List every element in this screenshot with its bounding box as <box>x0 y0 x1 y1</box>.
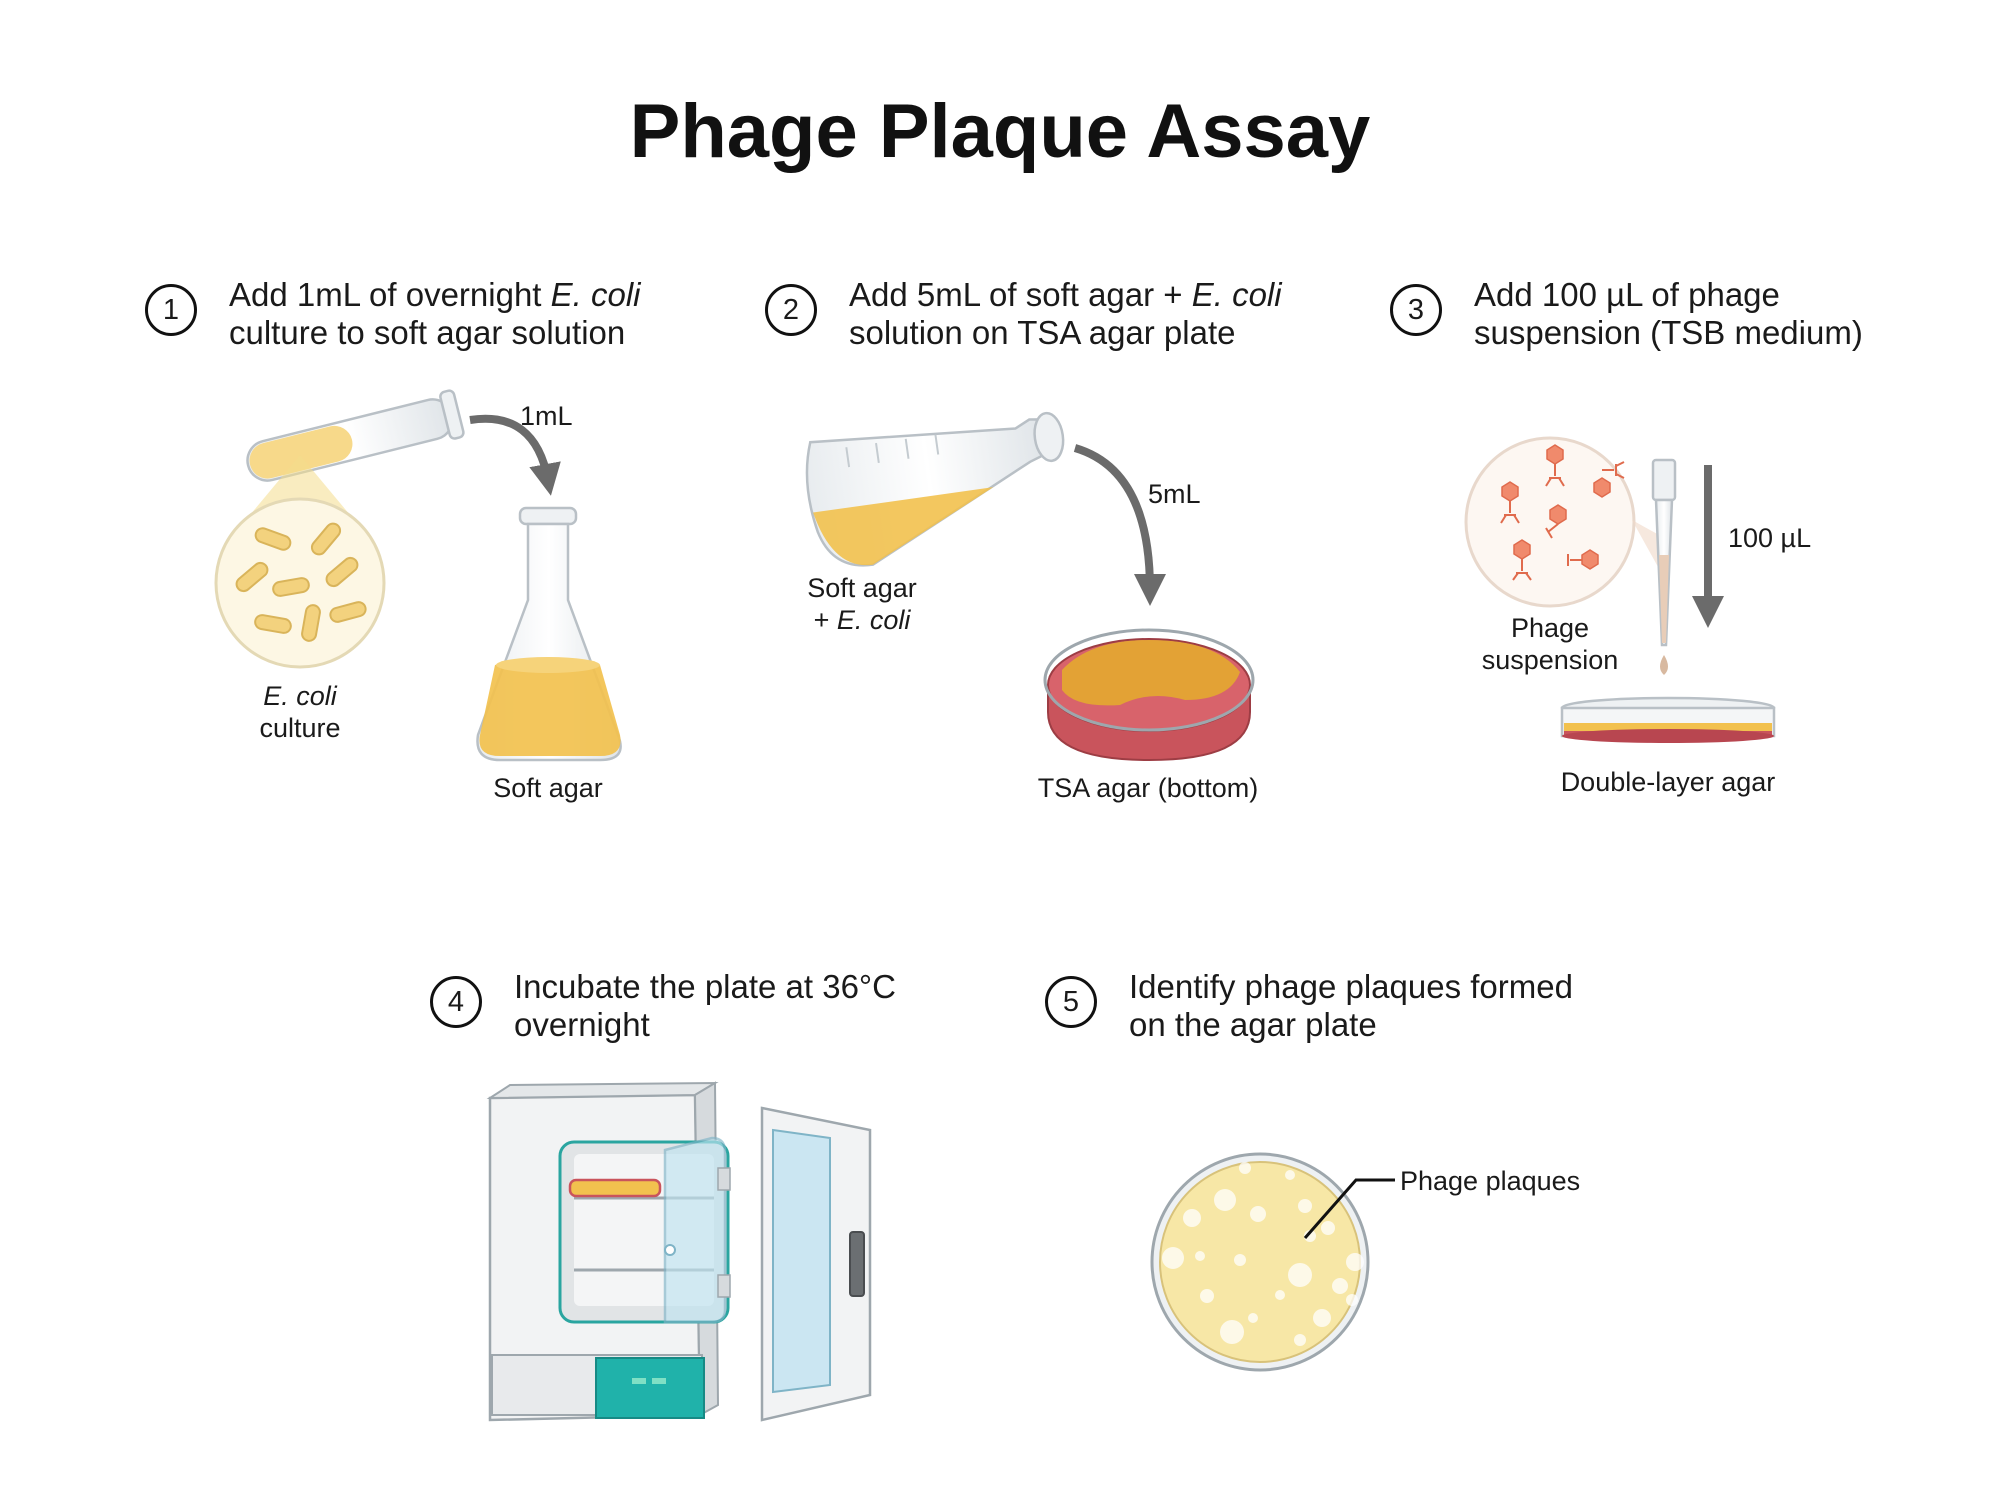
control-panel <box>595 1357 705 1419</box>
step-number-badge: 5 <box>1045 976 1097 1028</box>
label-line1: Phage <box>1510 613 1590 643</box>
droplet-icon <box>1660 655 1668 675</box>
step-instruction: Incubate the plate at 36°C overnight <box>514 968 896 1044</box>
step-number-badge: 1 <box>145 284 197 336</box>
tsa-petri-dish-icon <box>1043 628 1255 762</box>
incubator-icon <box>486 1081 872 1422</box>
label-line2: culture <box>259 713 341 743</box>
organism-name: E. coli <box>550 276 641 313</box>
transfer-arrow-1 <box>469 414 561 496</box>
step-text-line2: suspension (TSB medium) <box>1474 314 1863 351</box>
plaque-callout-line <box>1303 1178 1395 1239</box>
step-text-line2: culture to soft agar solution <box>229 314 626 351</box>
organism-name: E. coli <box>1191 276 1282 313</box>
erlenmeyer-flask-icon <box>476 506 622 762</box>
volume-100ul-label: 100 µL <box>1728 523 1812 553</box>
label-plus: + <box>813 605 837 635</box>
step-text-line2: overnight <box>514 1006 650 1043</box>
step-instruction: Add 5mL of soft agar + E. coli solution … <box>849 276 1282 352</box>
tsa-agar-label: TSA agar (bottom) <box>1037 773 1259 803</box>
test-tube-icon <box>246 389 465 482</box>
organism-name: E. coli <box>263 681 337 711</box>
step-number-badge: 4 <box>430 976 482 1028</box>
double-layer-agar-label: Double-layer agar <box>1560 767 1776 797</box>
step-number-badge: 2 <box>765 284 817 336</box>
step-text-line2: on the agar plate <box>1129 1006 1377 1043</box>
volume-1ml-label: 1mL <box>520 401 573 431</box>
step-text-line1: Incubate the plate at 36°C <box>514 968 896 1005</box>
page-title: Phage Plaque Assay <box>629 89 1371 174</box>
step-text-line1: Add 5mL of soft agar + <box>849 276 1192 313</box>
label-line1: Soft agar <box>807 573 917 603</box>
transfer-arrow-2 <box>1073 444 1166 606</box>
ecoli-culture-label: E. coli culture <box>235 680 365 744</box>
incubated-petri-icon <box>568 1178 662 1198</box>
double-layer-petri-icon <box>1560 696 1776 743</box>
ecoli-culture-magnifier-icon <box>214 497 386 669</box>
volume-5ml-label: 5mL <box>1148 479 1201 509</box>
soft-agar-ecoli-label: Soft agar + E. coli <box>797 572 927 636</box>
organism-name: E. coli <box>836 605 911 635</box>
step-instruction: Add 100 µL of phage suspension (TSB medi… <box>1474 276 1863 352</box>
soft-agar-label: Soft agar <box>493 773 603 803</box>
step-instruction: Add 1mL of overnight E. coli culture to … <box>229 276 641 352</box>
step-text-line1: Add 100 µL of phage <box>1474 276 1780 313</box>
phage-suspension-magnifier-icon <box>1464 436 1636 608</box>
step-text-line1: Identify phage plaques formed <box>1129 968 1573 1005</box>
step-text-line2: solution on TSA agar plate <box>849 314 1236 351</box>
pouring-flask-icon <box>805 411 1065 567</box>
door-handle <box>849 1231 865 1297</box>
phage-plaques-label: Phage plaques <box>1400 1166 1581 1196</box>
plaque-plate-icon <box>1150 1152 1395 1372</box>
step-text-line1: Add 1mL of overnight <box>229 276 551 313</box>
phage-suspension-label: Phage suspension <box>1470 612 1630 676</box>
step-instruction: Identify phage plaques formed on the aga… <box>1129 968 1573 1044</box>
step-number-badge: 3 <box>1390 284 1442 336</box>
label-line2: suspension <box>1481 645 1619 675</box>
pipette-tip-icon <box>1651 458 1677 675</box>
